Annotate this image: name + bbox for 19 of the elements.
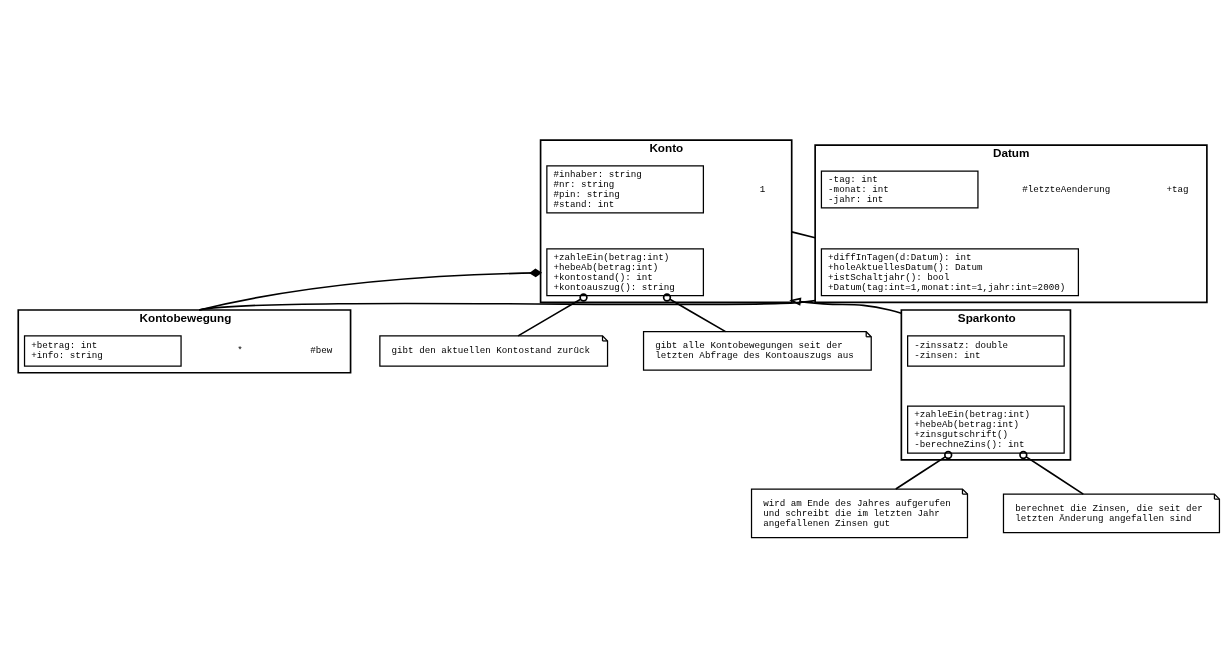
node-box: -tag: int -monat: int -jahr: int [820,170,979,209]
node-box: +zahleEin(betrag:int) +hebeAb(betrag:int) +zinsgutschrift() -berechneZins(): int [907,405,1065,454]
connector [517,293,588,337]
connector [790,231,816,239]
node-box: -zinssatz: double -zinsen: int [907,335,1065,367]
node-label: * [237,345,243,357]
node-label: 1 [759,183,766,195]
node-box: +zahleEin(betrag:int) +hebeAb(betrag:int) +kontostand(): int +kontoauszug(): string [546,248,704,297]
node-label: #letzteAenderung [1022,183,1111,195]
arrow [789,297,903,315]
node-box: +diffInTagen(d:Datum): int +holeAktuellesDatum(): Datum +istSchaltjahr(): bool +Datum(tag:int=1,monat:int=1,jahr:int=2000) [820,248,1080,297]
node-box: #inhaber: string #nr: string #pin: string #stand: int [546,165,704,214]
node-label: +tag [1166,183,1189,195]
node-box: +betrag: int +info: string [23,335,182,367]
connector [198,299,816,311]
connector [1019,450,1085,495]
node-label: #bew [310,345,333,357]
connector [662,293,727,333]
connector [894,450,953,490]
